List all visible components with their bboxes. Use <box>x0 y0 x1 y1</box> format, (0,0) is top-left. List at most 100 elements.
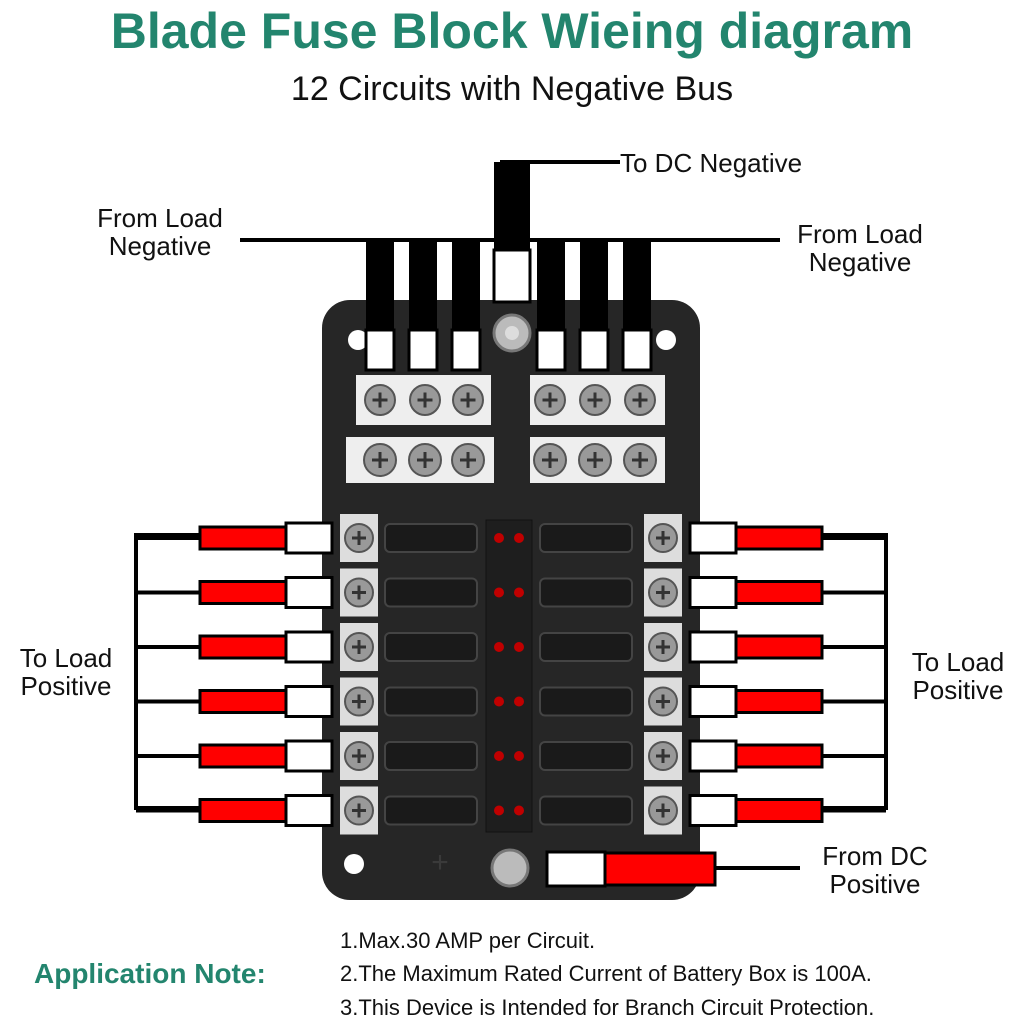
load-positive-wire-right <box>734 689 824 714</box>
load-negative-terminal <box>450 328 482 372</box>
label-from-dc-positive: From DC Positive <box>800 842 950 898</box>
load-positive-terminal-left <box>284 739 334 773</box>
load-positive-wire-right <box>734 743 824 769</box>
load-positive-terminal-right <box>688 739 738 773</box>
dc-positive-wire <box>603 851 717 887</box>
mount-hole-bottom-left <box>344 854 364 874</box>
load-negative-terminal <box>621 328 653 372</box>
load-positive-wire-left <box>198 634 288 660</box>
led-indicator <box>494 642 504 652</box>
label-from-load-negative-right: From Load Negative <box>780 220 940 276</box>
dc-negative-terminal <box>492 248 532 304</box>
page-title: Blade Fuse Block Wieing diagram <box>110 3 914 59</box>
screw-slot <box>656 694 670 709</box>
label-line: Positive <box>20 671 112 701</box>
fuse-slot[interactable] <box>539 686 633 717</box>
load-positive-wire-left <box>198 689 288 714</box>
negative-stud-nut <box>505 326 519 340</box>
load-negative-wire <box>366 240 394 332</box>
label-to-load-positive-right: To Load Positive <box>896 648 1020 704</box>
screw-slot <box>417 392 433 408</box>
led-indicator <box>494 751 504 761</box>
load-positive-terminal-left <box>284 685 334 718</box>
fuse-slot[interactable] <box>539 523 633 553</box>
load-negative-terminal <box>578 328 610 372</box>
plus-mark-icon: + <box>431 846 449 879</box>
load-positive-terminal-right <box>688 630 738 664</box>
led-indicator <box>494 533 504 543</box>
load-positive-terminal-left <box>284 576 334 609</box>
fuse-slot[interactable] <box>539 795 633 826</box>
screw-slot <box>417 452 433 468</box>
load-positive-wire-right <box>734 525 824 551</box>
label-line: Positive <box>829 869 921 899</box>
screw-slot <box>656 803 670 818</box>
screw-slot <box>352 694 366 709</box>
label-line: From Load <box>797 219 923 249</box>
load-positive-wire-left <box>198 798 288 823</box>
load-positive-wire-right <box>734 798 824 823</box>
mount-hole-top-left <box>348 330 368 350</box>
load-positive-terminal-right <box>688 685 738 718</box>
label-to-dc-negative: To DC Negative <box>620 148 803 178</box>
screw-slot <box>632 452 648 468</box>
screw-slot <box>632 392 648 408</box>
led-indicator <box>514 751 524 761</box>
fuse-slot[interactable] <box>539 577 633 608</box>
label-line: From Load <box>97 203 223 233</box>
load-positive-wire-left <box>198 580 288 605</box>
fuse-slot[interactable] <box>384 741 478 771</box>
fuse-slot[interactable] <box>384 686 478 717</box>
led-indicator <box>494 587 504 598</box>
screw-slot <box>587 452 603 468</box>
load-positive-terminal-right <box>688 794 738 827</box>
screw-slot <box>656 531 670 545</box>
load-positive-terminal-left <box>284 794 334 827</box>
bracket-right-positive <box>822 533 888 810</box>
load-positive-wire-left <box>198 743 288 769</box>
load-positive-wire-right <box>734 580 824 605</box>
load-positive-terminal-right <box>688 576 738 609</box>
screw-slot <box>352 749 366 763</box>
load-negative-wire <box>537 240 565 332</box>
application-note-title: Application Note: <box>34 958 266 989</box>
fuse-slot[interactable] <box>539 632 633 662</box>
load-positive-terminal-right <box>688 521 738 555</box>
led-indicator <box>494 805 504 816</box>
led-indicator <box>494 696 504 707</box>
led-indicator <box>514 533 524 543</box>
screw-slot <box>372 392 388 408</box>
fuse-slot[interactable] <box>539 741 633 771</box>
load-positive-terminal-left <box>284 630 334 664</box>
label-line: To Load <box>19 643 113 673</box>
screw-slot <box>656 749 670 763</box>
screw-slot <box>656 640 670 654</box>
application-note-item: 3.This Device is Intended for Branch Cir… <box>340 995 875 1020</box>
label-line: Negative <box>808 247 912 277</box>
bracket-left-positive <box>134 533 200 810</box>
screw-slot <box>460 452 476 468</box>
load-negative-terminal <box>535 328 567 372</box>
led-strip <box>485 519 533 833</box>
fuse-slot[interactable] <box>384 523 478 553</box>
label-to-load-positive-left: To Load Positive <box>4 644 128 700</box>
mount-hole-top-right <box>656 330 676 350</box>
load-positive-wire-right <box>734 634 824 660</box>
led-indicator <box>514 642 524 652</box>
led-indicator <box>514 696 524 707</box>
load-negative-terminal <box>364 328 396 372</box>
load-negative-wire <box>452 240 480 332</box>
fuse-slot[interactable] <box>384 795 478 826</box>
label-line: To Load <box>911 647 1005 677</box>
dc-positive-terminal <box>545 850 607 888</box>
fuse-slot[interactable] <box>384 632 478 662</box>
label-line: Positive <box>912 675 1004 705</box>
led-indicator <box>514 587 524 598</box>
screw-slot <box>352 531 366 545</box>
screw-slot <box>460 392 476 408</box>
fuse-slot[interactable] <box>384 577 478 608</box>
load-negative-wire <box>409 240 437 332</box>
page-subtitle: 12 Circuits with Negative Bus <box>290 70 734 108</box>
screw-slot <box>352 585 366 600</box>
